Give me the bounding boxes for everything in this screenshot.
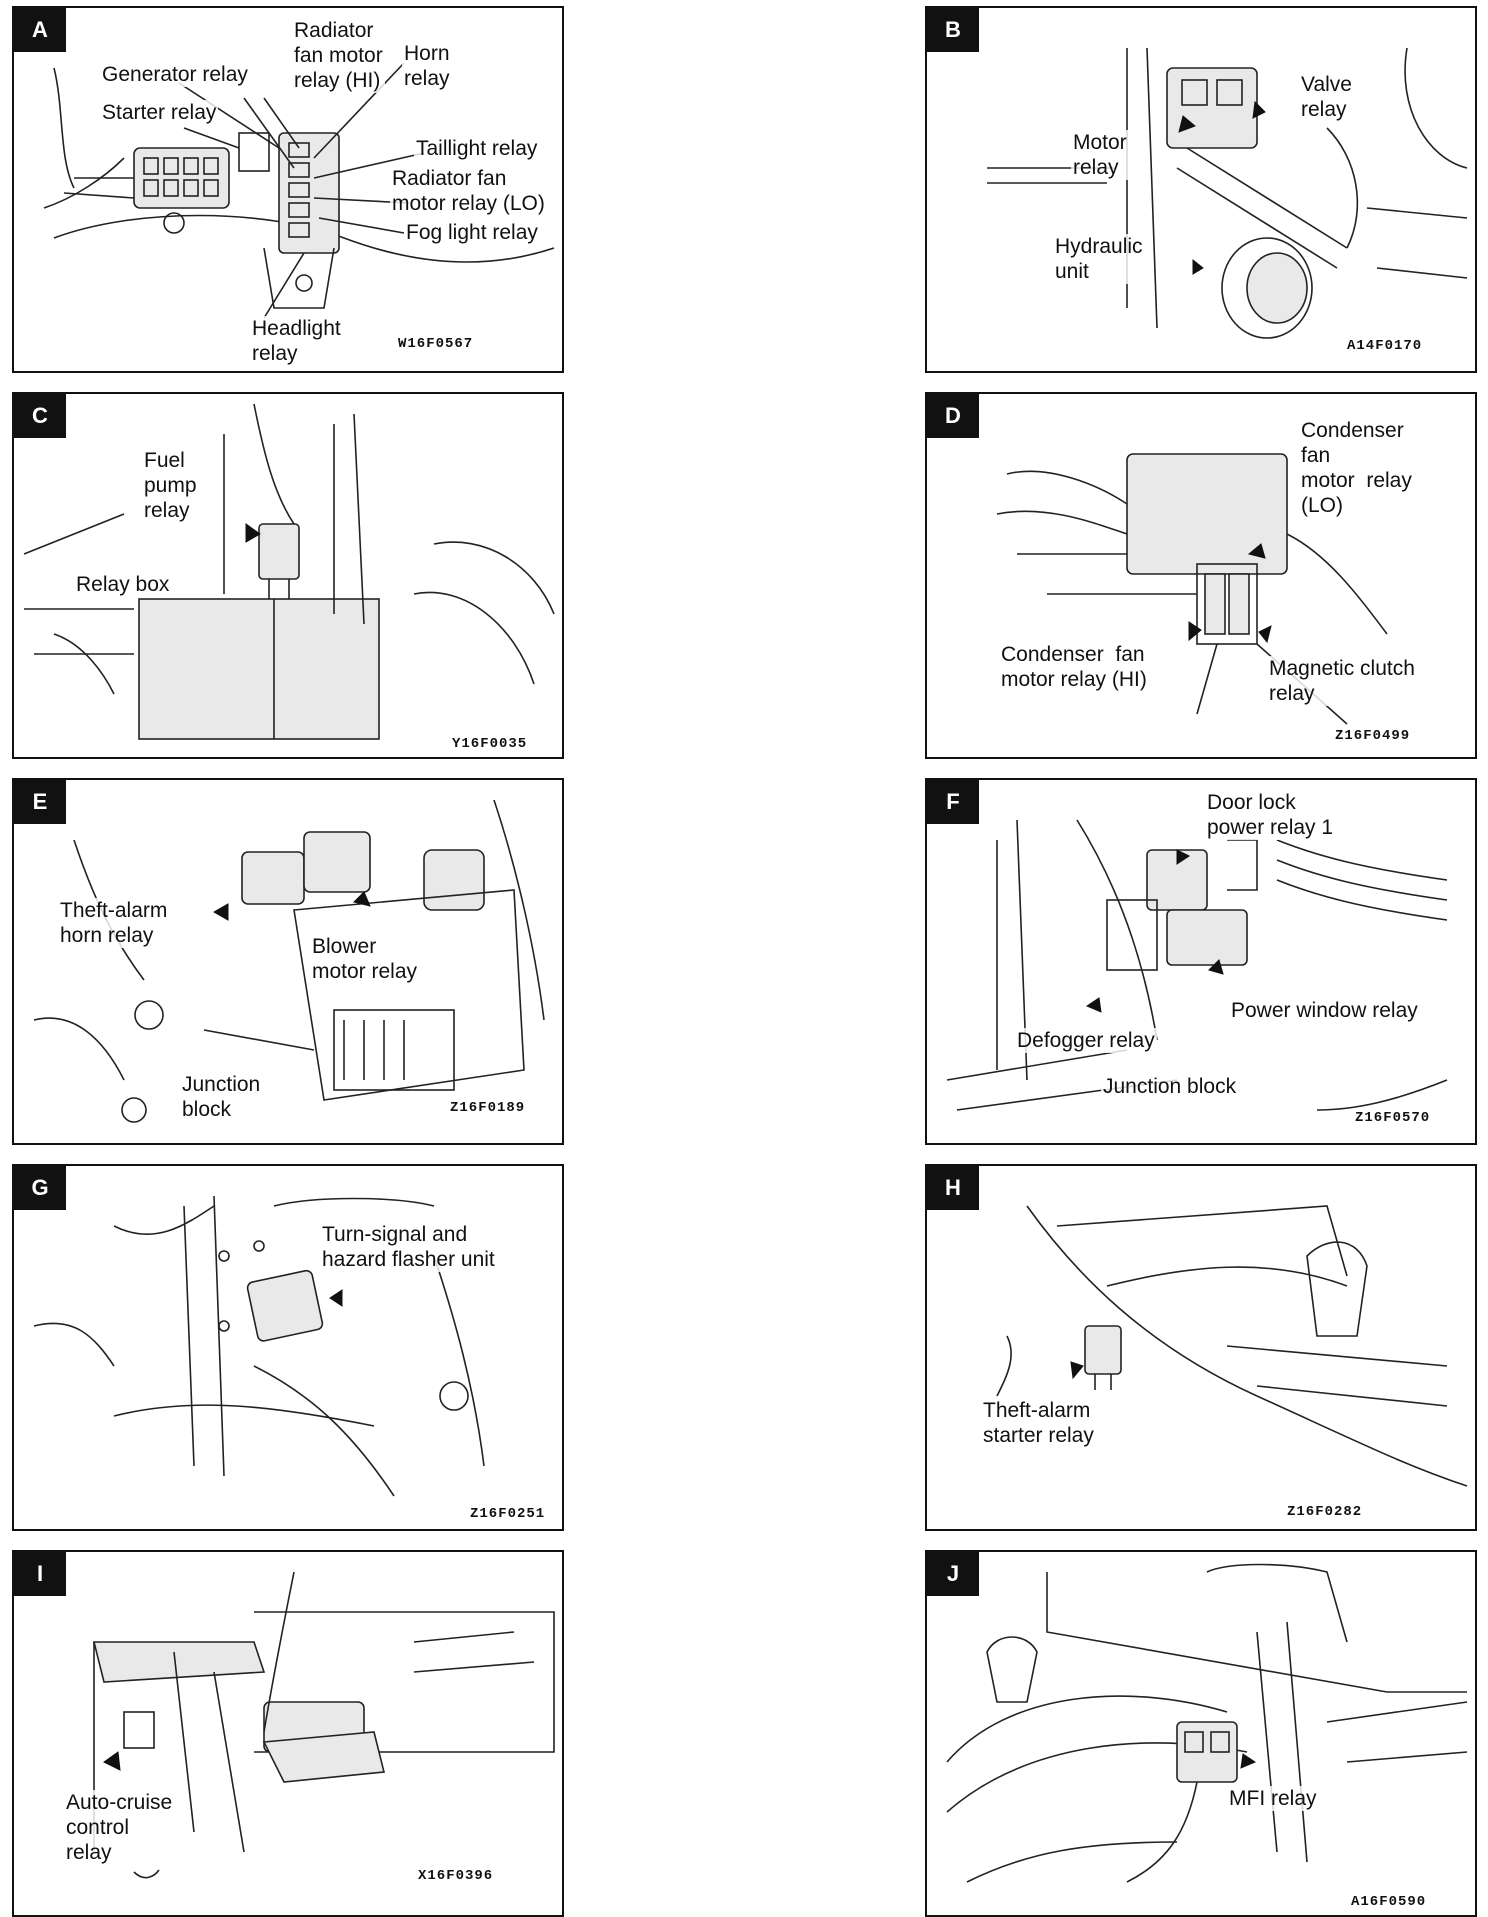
figure-code: Y16F0035 bbox=[452, 736, 528, 752]
figure-code: Z16F0251 bbox=[470, 1506, 546, 1522]
panel-d: D Condenser fan motor relay (LO) Condens… bbox=[925, 392, 1477, 759]
panel-letter: G bbox=[14, 1166, 66, 1210]
label-mfi-relay: MFI relay bbox=[1227, 1786, 1319, 1811]
panel-letter: B bbox=[927, 8, 979, 52]
label-theft-alarm-starter-relay: Theft-alarm starter relay bbox=[981, 1398, 1096, 1448]
label-taillight-relay: Taillight relay bbox=[414, 136, 540, 161]
label-door-lock-power-relay-1: Door lock power relay 1 bbox=[1205, 790, 1336, 840]
panel-a: A Generator relay Starter relay Radiator… bbox=[12, 6, 564, 373]
figure-code: Z16F0570 bbox=[1355, 1110, 1431, 1126]
figure-code: X16F0396 bbox=[418, 1868, 494, 1884]
label-hydraulic-unit: Hydraulic unit bbox=[1053, 234, 1145, 284]
panel-letter: E bbox=[14, 780, 66, 824]
label-radiator-fan-motor-relay-hi: Radiator fan motor relay (HI) bbox=[292, 18, 385, 93]
panel-e-illustration bbox=[33, 799, 545, 1123]
label-horn-relay: Horn relay bbox=[402, 41, 452, 91]
panel-i: I Auto-cruise control relay X16F0396 bbox=[12, 1550, 564, 1917]
panel-j-illustration bbox=[946, 1563, 1468, 1883]
label-junction-block: Junction block bbox=[180, 1072, 263, 1122]
label-defogger-relay: Defogger relay bbox=[1015, 1028, 1157, 1053]
label-starter-relay: Starter relay bbox=[100, 100, 219, 125]
panel-letter: F bbox=[927, 780, 979, 824]
panel-a-illustration bbox=[43, 62, 555, 319]
panel-h-illustration bbox=[996, 1205, 1468, 1487]
figure-code: A16F0590 bbox=[1351, 1894, 1427, 1910]
figure-code: A14F0170 bbox=[1347, 338, 1423, 354]
panel-letter: J bbox=[927, 1552, 979, 1596]
panel-g-illustration bbox=[33, 1195, 485, 1497]
figure-code: Z16F0499 bbox=[1335, 728, 1411, 744]
label-theft-alarm-horn-relay: Theft-alarm horn relay bbox=[58, 898, 170, 948]
label-fog-light-relay: Fog light relay bbox=[404, 220, 540, 245]
label-motor-relay: Motor relay bbox=[1071, 130, 1129, 180]
label-power-window-relay: Power window relay bbox=[1229, 998, 1420, 1023]
label-turn-signal-and-hazard-flasher-unit: Turn-signal and hazard flasher unit bbox=[320, 1222, 497, 1272]
figure-code: Z16F0282 bbox=[1287, 1504, 1363, 1520]
label-condenser-fan-motor-relay-hi: Condenser fan motor relay (HI) bbox=[999, 642, 1149, 692]
panel-g: G Turn-signal and hazard flasher unit Z1… bbox=[12, 1164, 564, 1531]
label-generator-relay: Generator relay bbox=[100, 62, 250, 87]
label-auto-cruise-control-relay: Auto-cruise control relay bbox=[64, 1790, 175, 1865]
panel-b-illustration bbox=[987, 47, 1468, 339]
label-fuel-pump-relay: Fuel pump relay bbox=[142, 448, 199, 523]
label-radiator-fan-motor-relay-lo: Radiator fan motor relay (LO) bbox=[390, 166, 547, 216]
panel-f-illustration bbox=[946, 819, 1448, 1111]
label-magnetic-clutch-relay: Magnetic clutch relay bbox=[1267, 656, 1417, 706]
figure-code: W16F0567 bbox=[398, 336, 474, 352]
panel-letter: A bbox=[14, 8, 66, 52]
panel-c-illustration bbox=[23, 403, 555, 740]
panel-b: B Valve relay Motor relay Hydraulic unit… bbox=[925, 6, 1477, 373]
panel-letter: I bbox=[14, 1552, 66, 1596]
panel-j: J MFI relay A16F0590 bbox=[925, 1550, 1477, 1917]
label-headlight-relay: Headlight relay bbox=[250, 316, 343, 366]
panel-h: H Theft-alarm starter relay Z16F0282 bbox=[925, 1164, 1477, 1531]
figure-code: Z16F0189 bbox=[450, 1100, 526, 1116]
panel-f: F Door lock power relay 1 Power window r… bbox=[925, 778, 1477, 1145]
panel-letter: D bbox=[927, 394, 979, 438]
panel-c: C Fuel pump relay Relay box Y16F0035 bbox=[12, 392, 564, 759]
label-junction-block: Junction block bbox=[1101, 1074, 1239, 1099]
label-condenser-fan-motor-relay-lo: Condenser fan motor relay (LO) bbox=[1299, 418, 1414, 518]
panel-e: E Theft-alarm horn relay Blower motor re… bbox=[12, 778, 564, 1145]
label-relay-box: Relay box bbox=[74, 572, 172, 597]
label-blower-motor-relay: Blower motor relay bbox=[310, 934, 420, 984]
panel-letter: H bbox=[927, 1166, 979, 1210]
label-valve-relay: Valve relay bbox=[1299, 72, 1354, 122]
panel-letter: C bbox=[14, 394, 66, 438]
panel-d-illustration bbox=[996, 453, 1388, 725]
